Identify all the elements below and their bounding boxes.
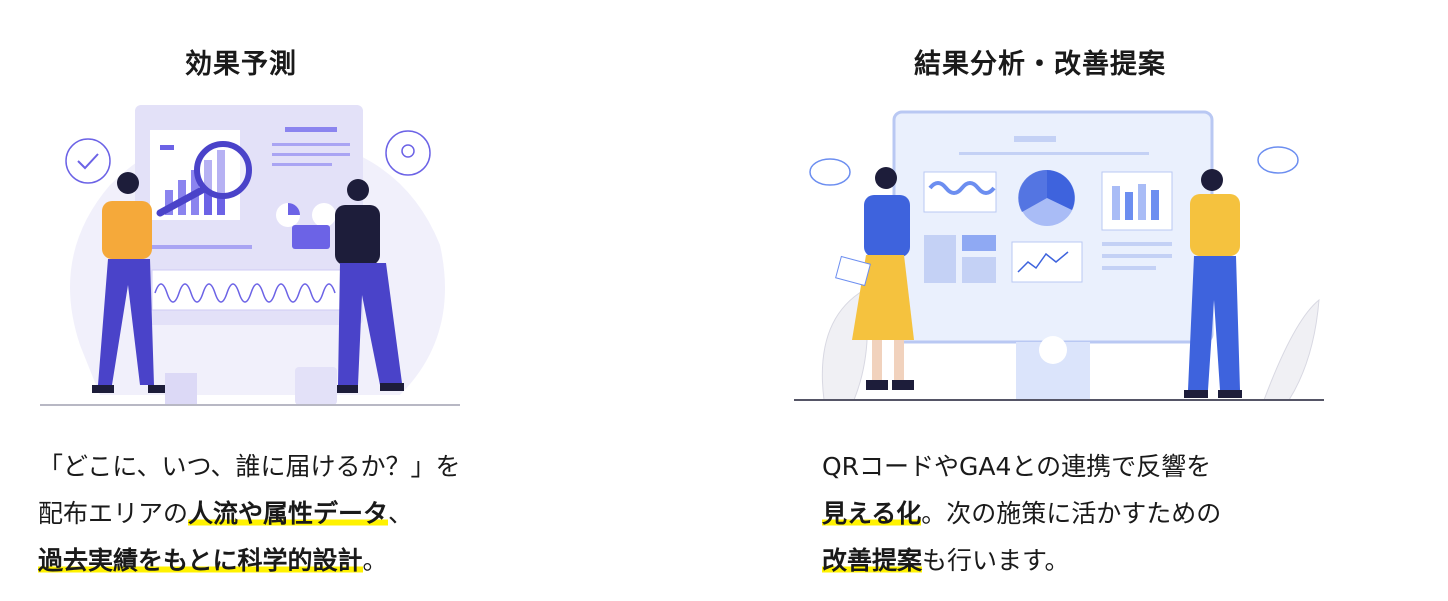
plain-text: 、 <box>388 499 414 528</box>
plain-text: 配布エリアの <box>38 499 189 528</box>
description-text: QRコードやGA4との連携で反響を 見える化。次の施策に活かすための 改善提案も… <box>822 443 1221 584</box>
section-heading: 効果予測 <box>185 49 297 80</box>
data-analysis-magnifier-illustration <box>40 105 460 406</box>
section-heading: 結果分析・改善提案 <box>914 49 1166 80</box>
description-line: 配布エリアの人流や属性データ、 <box>38 490 461 537</box>
highlighted-text: 過去実績をもとに科学的設計 <box>38 546 363 575</box>
highlighted-text: 改善提案 <box>822 546 923 575</box>
description-text: 「どこに、いつ、誰に届けるか？」を 配布エリアの人流や属性データ、 過去実績をも… <box>38 443 461 584</box>
section-result-analysis: 結果分析・改善提案 <box>724 0 1448 601</box>
highlighted-text: 人流や属性データ <box>188 499 389 528</box>
description-line: QRコードやGA4との連携で反響を <box>822 452 1212 481</box>
plain-text: 。 <box>362 546 388 575</box>
highlighted-text: 見える化 <box>822 499 922 528</box>
plain-text: 。次の施策に活かすための <box>921 499 1222 528</box>
description-line: 「どこに、いつ、誰に届けるか？」を <box>38 452 461 481</box>
dashboard-monitor-illustration <box>794 110 1324 401</box>
description-line: 見える化。次の施策に活かすための <box>822 490 1221 537</box>
description-line: 改善提案も行います。 <box>822 537 1221 584</box>
plain-text: も行います。 <box>922 546 1070 575</box>
section-effect-forecast: 効果予測 <box>38 49 461 584</box>
description-line: 過去実績をもとに科学的設計。 <box>38 537 461 584</box>
